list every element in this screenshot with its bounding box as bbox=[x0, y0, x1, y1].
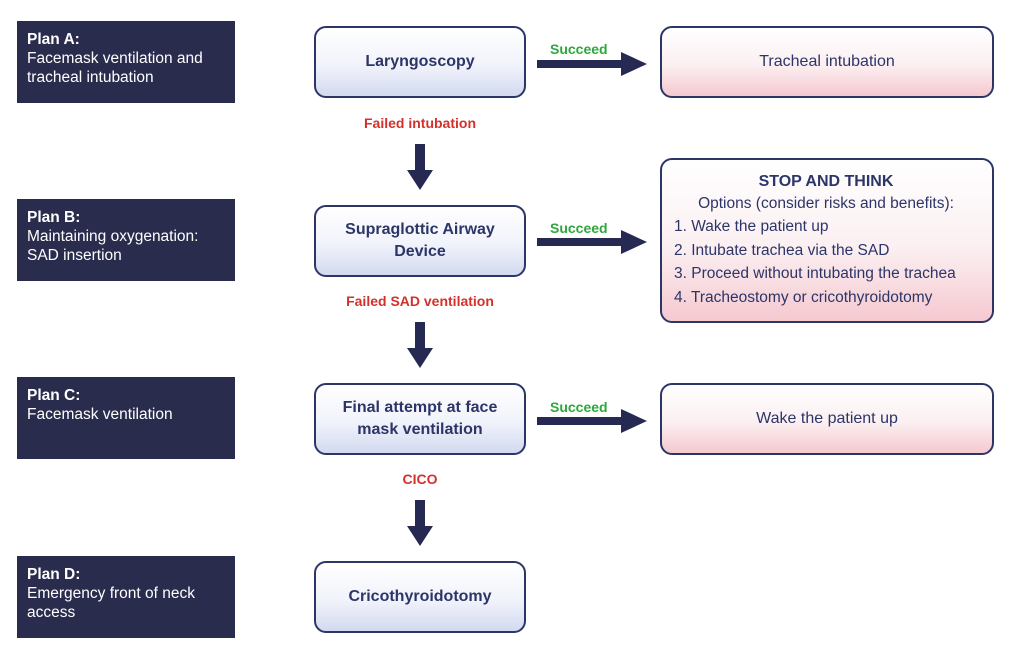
plan-c-title: Plan C: bbox=[27, 387, 81, 404]
plan-a-box: Plan A: Facemask ventilation and trachea… bbox=[17, 21, 235, 103]
plan-b-box: Plan B: Maintaining oxygenation: SAD ins… bbox=[17, 199, 235, 281]
plan-b-description: Maintaining oxygenation: SAD insertion bbox=[27, 228, 199, 264]
plan-d-title: Plan D: bbox=[27, 566, 81, 583]
plan-c-box: Plan C: Facemask ventilation bbox=[17, 377, 235, 459]
arrow-down-b-to-c bbox=[407, 322, 433, 368]
option-item: 2. Intubate trachea via the SAD bbox=[674, 241, 890, 259]
plan-d-description: Emergency front of neck access bbox=[27, 585, 195, 621]
label-succeed-a: Succeed bbox=[550, 41, 608, 57]
plan-a-title: Plan A: bbox=[27, 31, 80, 48]
label-failed-sad-ventilation: Failed SAD ventilation bbox=[346, 293, 494, 309]
plan-d-box: Plan D: Emergency front of neck access bbox=[17, 556, 235, 638]
outcome-wake-patient-up: Wake the patient up bbox=[660, 383, 994, 455]
arrow-down-a-to-b bbox=[407, 144, 433, 190]
outcome-tracheal-intubation: Tracheal intubation bbox=[660, 26, 994, 98]
plan-c-description: Facemask ventilation bbox=[27, 406, 173, 423]
arrow-right-a bbox=[537, 52, 647, 76]
stop-and-think-options: 1. Wake the patient up 2. Intubate trach… bbox=[674, 215, 978, 309]
stop-and-think-title: STOP AND THINK bbox=[758, 173, 894, 190]
plan-b-title: Plan B: bbox=[27, 209, 81, 226]
option-item: 1. Wake the patient up bbox=[674, 218, 829, 235]
plan-a-description: Facemask ventilation and tracheal intuba… bbox=[27, 50, 203, 86]
arrow-down-c-to-d bbox=[407, 500, 433, 546]
label-failed-intubation: Failed intubation bbox=[364, 115, 476, 131]
step-supraglottic-airway-device: Supraglottic Airway Device bbox=[314, 205, 526, 277]
option-item: 3. Proceed without intubating the trache… bbox=[674, 265, 956, 282]
label-cico: CICO bbox=[402, 471, 438, 487]
arrow-right-b bbox=[537, 230, 647, 254]
step-final-face-mask-attempt: Final attempt at face mask ventilation bbox=[314, 383, 526, 455]
outcome-stop-and-think: STOP AND THINK Options (consider risks a… bbox=[660, 158, 994, 323]
arrow-right-c bbox=[537, 409, 647, 433]
option-item: 4. Tracheostomy or cricothyroidotomy bbox=[674, 288, 933, 306]
stop-and-think-subtitle: Options (consider risks and benefits): bbox=[698, 195, 954, 212]
label-succeed-c: Succeed bbox=[550, 399, 608, 415]
step-cricothyroidotomy: Cricothyroidotomy bbox=[314, 561, 526, 633]
label-succeed-b: Succeed bbox=[550, 220, 608, 236]
step-laryngoscopy: Laryngoscopy bbox=[314, 26, 526, 98]
